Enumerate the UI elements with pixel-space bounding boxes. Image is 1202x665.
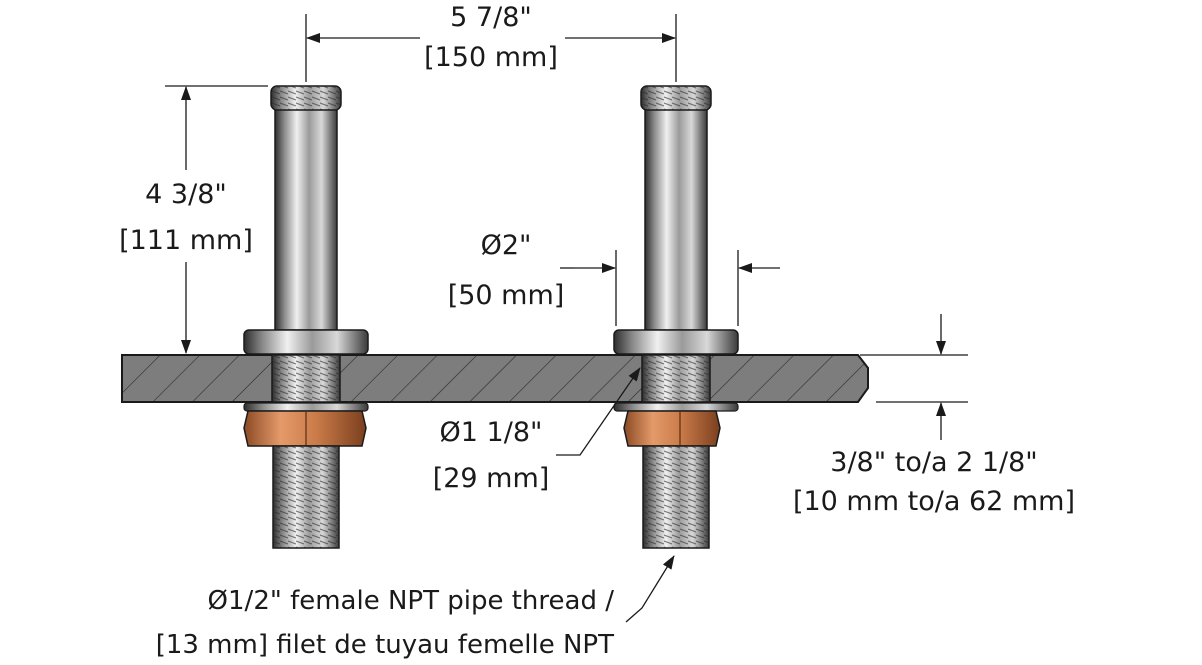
deck-thickness-dimension — [860, 314, 968, 440]
left-washer — [243, 402, 369, 412]
hole-diameter-imperial-label: Ø1 1/8" — [440, 417, 543, 448]
right-nut — [623, 410, 721, 447]
right-washer — [613, 402, 739, 412]
hole-diameter-metric-label: [29 mm] — [433, 463, 550, 494]
left-fitting — [243, 85, 369, 549]
left-nut — [243, 410, 367, 447]
spacing-dimension — [305, 14, 677, 82]
height-imperial-label: 4 3/8" — [145, 179, 227, 210]
shank-diameter-imperial-label: Ø2" — [481, 230, 532, 261]
right-shank — [644, 107, 708, 331]
thread-note-line1: Ø1/2" female NPT pipe thread / — [208, 586, 615, 616]
hole-diameter-leader — [556, 367, 641, 456]
deck-section — [121, 354, 869, 403]
thread-note-line2: [13 mm] filet de tuyau femelle NPT — [156, 630, 614, 660]
spacing-metric-label: [150 mm] — [424, 42, 558, 73]
shank-diameter-dimension — [560, 250, 780, 326]
thread-note-leader — [625, 555, 675, 623]
deck-thickness-imperial-label: 3/8" to/a 2 1/8" — [830, 447, 1037, 478]
shank-diameter-metric-label: [50 mm] — [448, 280, 565, 311]
left-flange — [243, 329, 369, 355]
left-shank — [274, 107, 338, 331]
height-metric-label: [111 mm] — [119, 225, 253, 256]
deck-thickness-metric-label: [10 mm to/a 62 mm] — [793, 486, 1075, 517]
height-dimension — [165, 85, 268, 354]
right-flange — [613, 329, 739, 355]
spacing-imperial-label: 5 7/8" — [450, 2, 532, 33]
right-fitting — [613, 85, 739, 549]
